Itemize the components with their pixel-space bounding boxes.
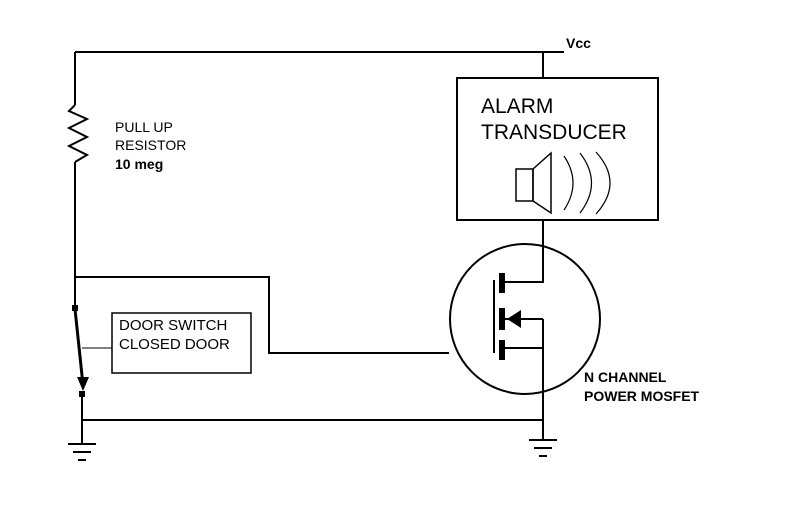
resistor-label-line2: RESISTOR [115, 137, 187, 153]
resistor-label-line1: PULL UP [115, 119, 173, 135]
gate-wire [75, 276, 449, 354]
alarm-label-line1: ALARM [481, 95, 554, 118]
resistor-symbol-icon [66, 104, 90, 163]
vcc-label: Vcc [566, 35, 591, 51]
mosfet-label-line1: N CHANNEL [584, 369, 667, 385]
door-switch-label-line1: DOOR SWITCH [119, 317, 228, 334]
resistor-value-label: 10 meg [115, 156, 164, 172]
speaker-icon [515, 151, 552, 215]
door-switch-box [111, 312, 252, 374]
mosfet-symbol-icon [449, 243, 601, 395]
sound-wave-icon [563, 151, 611, 215]
alarm-transducer-box [456, 77, 659, 221]
door-switch-label-line2: CLOSED DOOR [119, 336, 230, 353]
switch-symbol-icon [73, 308, 85, 386]
alarm-label-line2: TRANSDUCER [481, 121, 627, 144]
mosfet-label-line2: POWER MOSFET [584, 388, 700, 404]
